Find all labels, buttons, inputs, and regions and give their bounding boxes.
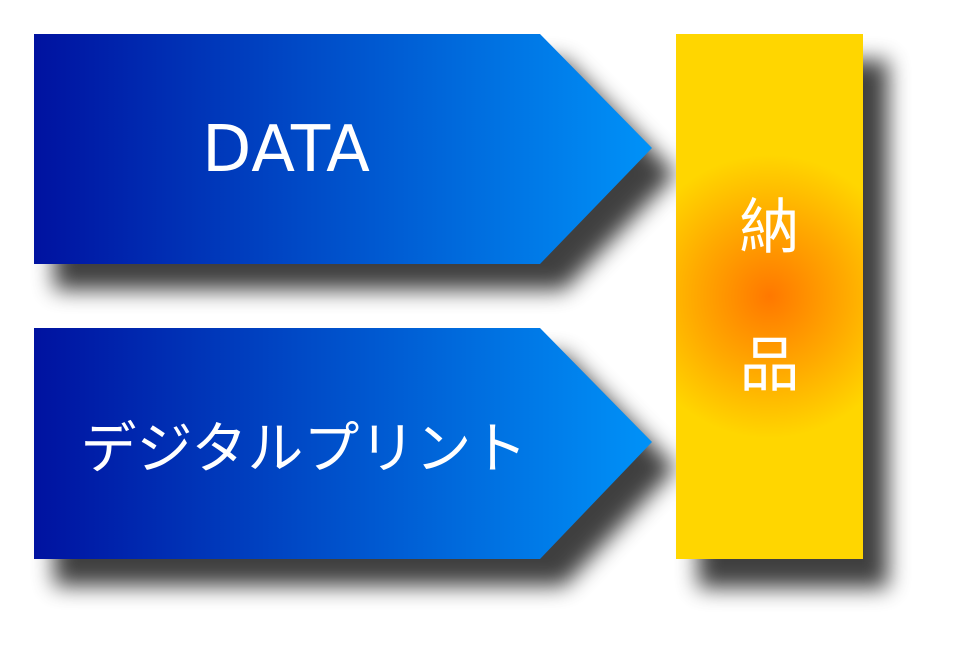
digital-print-arrow-label: デジタルプリント — [80, 416, 528, 482]
delivery-char-1: 納 — [739, 192, 800, 263]
delivery-char-2: 品 — [739, 330, 800, 401]
delivery-box-label: 納 品 — [676, 34, 863, 559]
data-arrow — [34, 34, 652, 264]
delivery-box — [676, 34, 863, 559]
data-arrow-label: DATA — [202, 113, 371, 187]
digital-print-arrow — [34, 328, 652, 559]
